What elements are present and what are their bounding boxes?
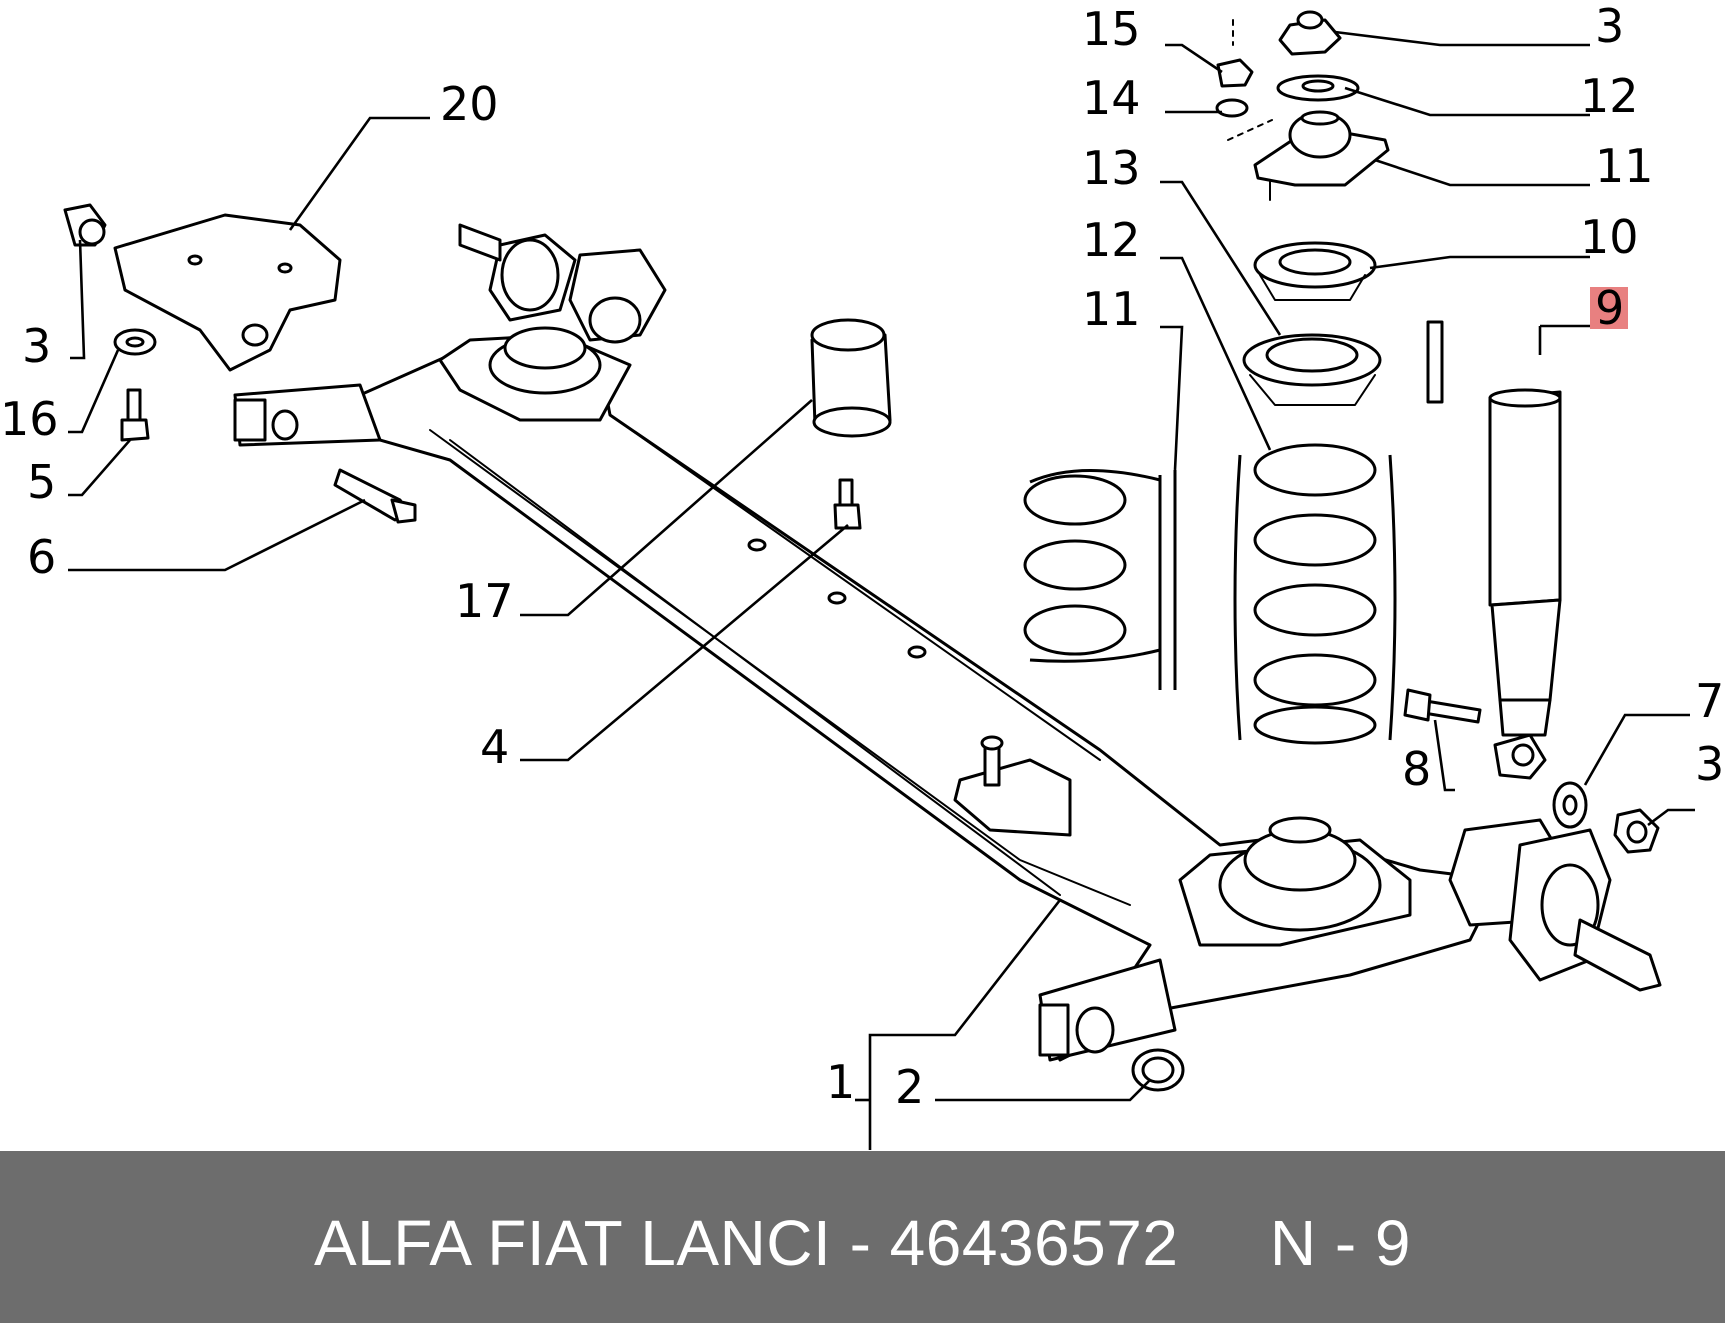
position-label: N - 9 xyxy=(1269,1207,1412,1279)
exploded-parts-diagram: 20 3 16 5 6 17 4 1 2 15 14 13 12 11 3 12… xyxy=(0,0,1724,1150)
highlight-9 xyxy=(1590,287,1628,329)
callout-8-label: 8 xyxy=(1402,742,1431,796)
callout-12: 12 xyxy=(1580,69,1639,123)
callout-17: 15 xyxy=(1082,2,1141,56)
callout-19: 17 xyxy=(455,574,514,628)
caption-bar: ALFA FIAT LANCI - 46436572 N - 9 xyxy=(0,1151,1725,1323)
brand-label: ALFA FIAT LANCI xyxy=(313,1207,832,1279)
leader-lines xyxy=(68,30,1695,1150)
small-fasteners xyxy=(63,203,1660,1092)
callout-20: 20 xyxy=(440,77,499,131)
callout-3-right: 3 xyxy=(1695,737,1724,791)
callout-3-top: 3 xyxy=(1595,0,1624,53)
coil-spring-13 xyxy=(1023,469,1177,690)
callout-7: 7 xyxy=(1695,674,1724,728)
callout-labels: 20 3 16 5 6 17 4 1 2 15 14 13 12 11 3 12… xyxy=(0,0,1724,1114)
callout-14: 12 xyxy=(1082,213,1141,267)
callout-11: 11 xyxy=(1595,139,1654,193)
callout-10: 10 xyxy=(1580,210,1639,264)
callout-13: 11 xyxy=(1082,282,1141,336)
callout-9-highlighted: 9 xyxy=(1595,281,1624,335)
separator: - xyxy=(849,1207,872,1279)
callout-18: 16 xyxy=(0,392,59,446)
rear-axle-beam xyxy=(233,223,1662,1062)
callout-5: 5 xyxy=(27,455,56,509)
top-mount-stack xyxy=(1215,10,1390,406)
caption-text: ALFA FIAT LANCI - 46436572 N - 9 xyxy=(0,1206,1725,1280)
callout-3-left: 3 xyxy=(22,319,51,373)
callout-1: 1 xyxy=(826,1055,855,1109)
callout-15: 13 xyxy=(1082,141,1141,195)
part-number: 46436572 xyxy=(889,1207,1179,1279)
shock-absorber-part-9 xyxy=(1426,320,1562,780)
callout-2: 2 xyxy=(895,1060,924,1114)
coil-spring-14 xyxy=(1233,443,1397,745)
callout-4: 4 xyxy=(480,720,509,774)
mounting-bracket-part-20 xyxy=(113,213,342,372)
callout-16: 14 xyxy=(1082,71,1141,125)
callout-6: 6 xyxy=(27,530,56,584)
